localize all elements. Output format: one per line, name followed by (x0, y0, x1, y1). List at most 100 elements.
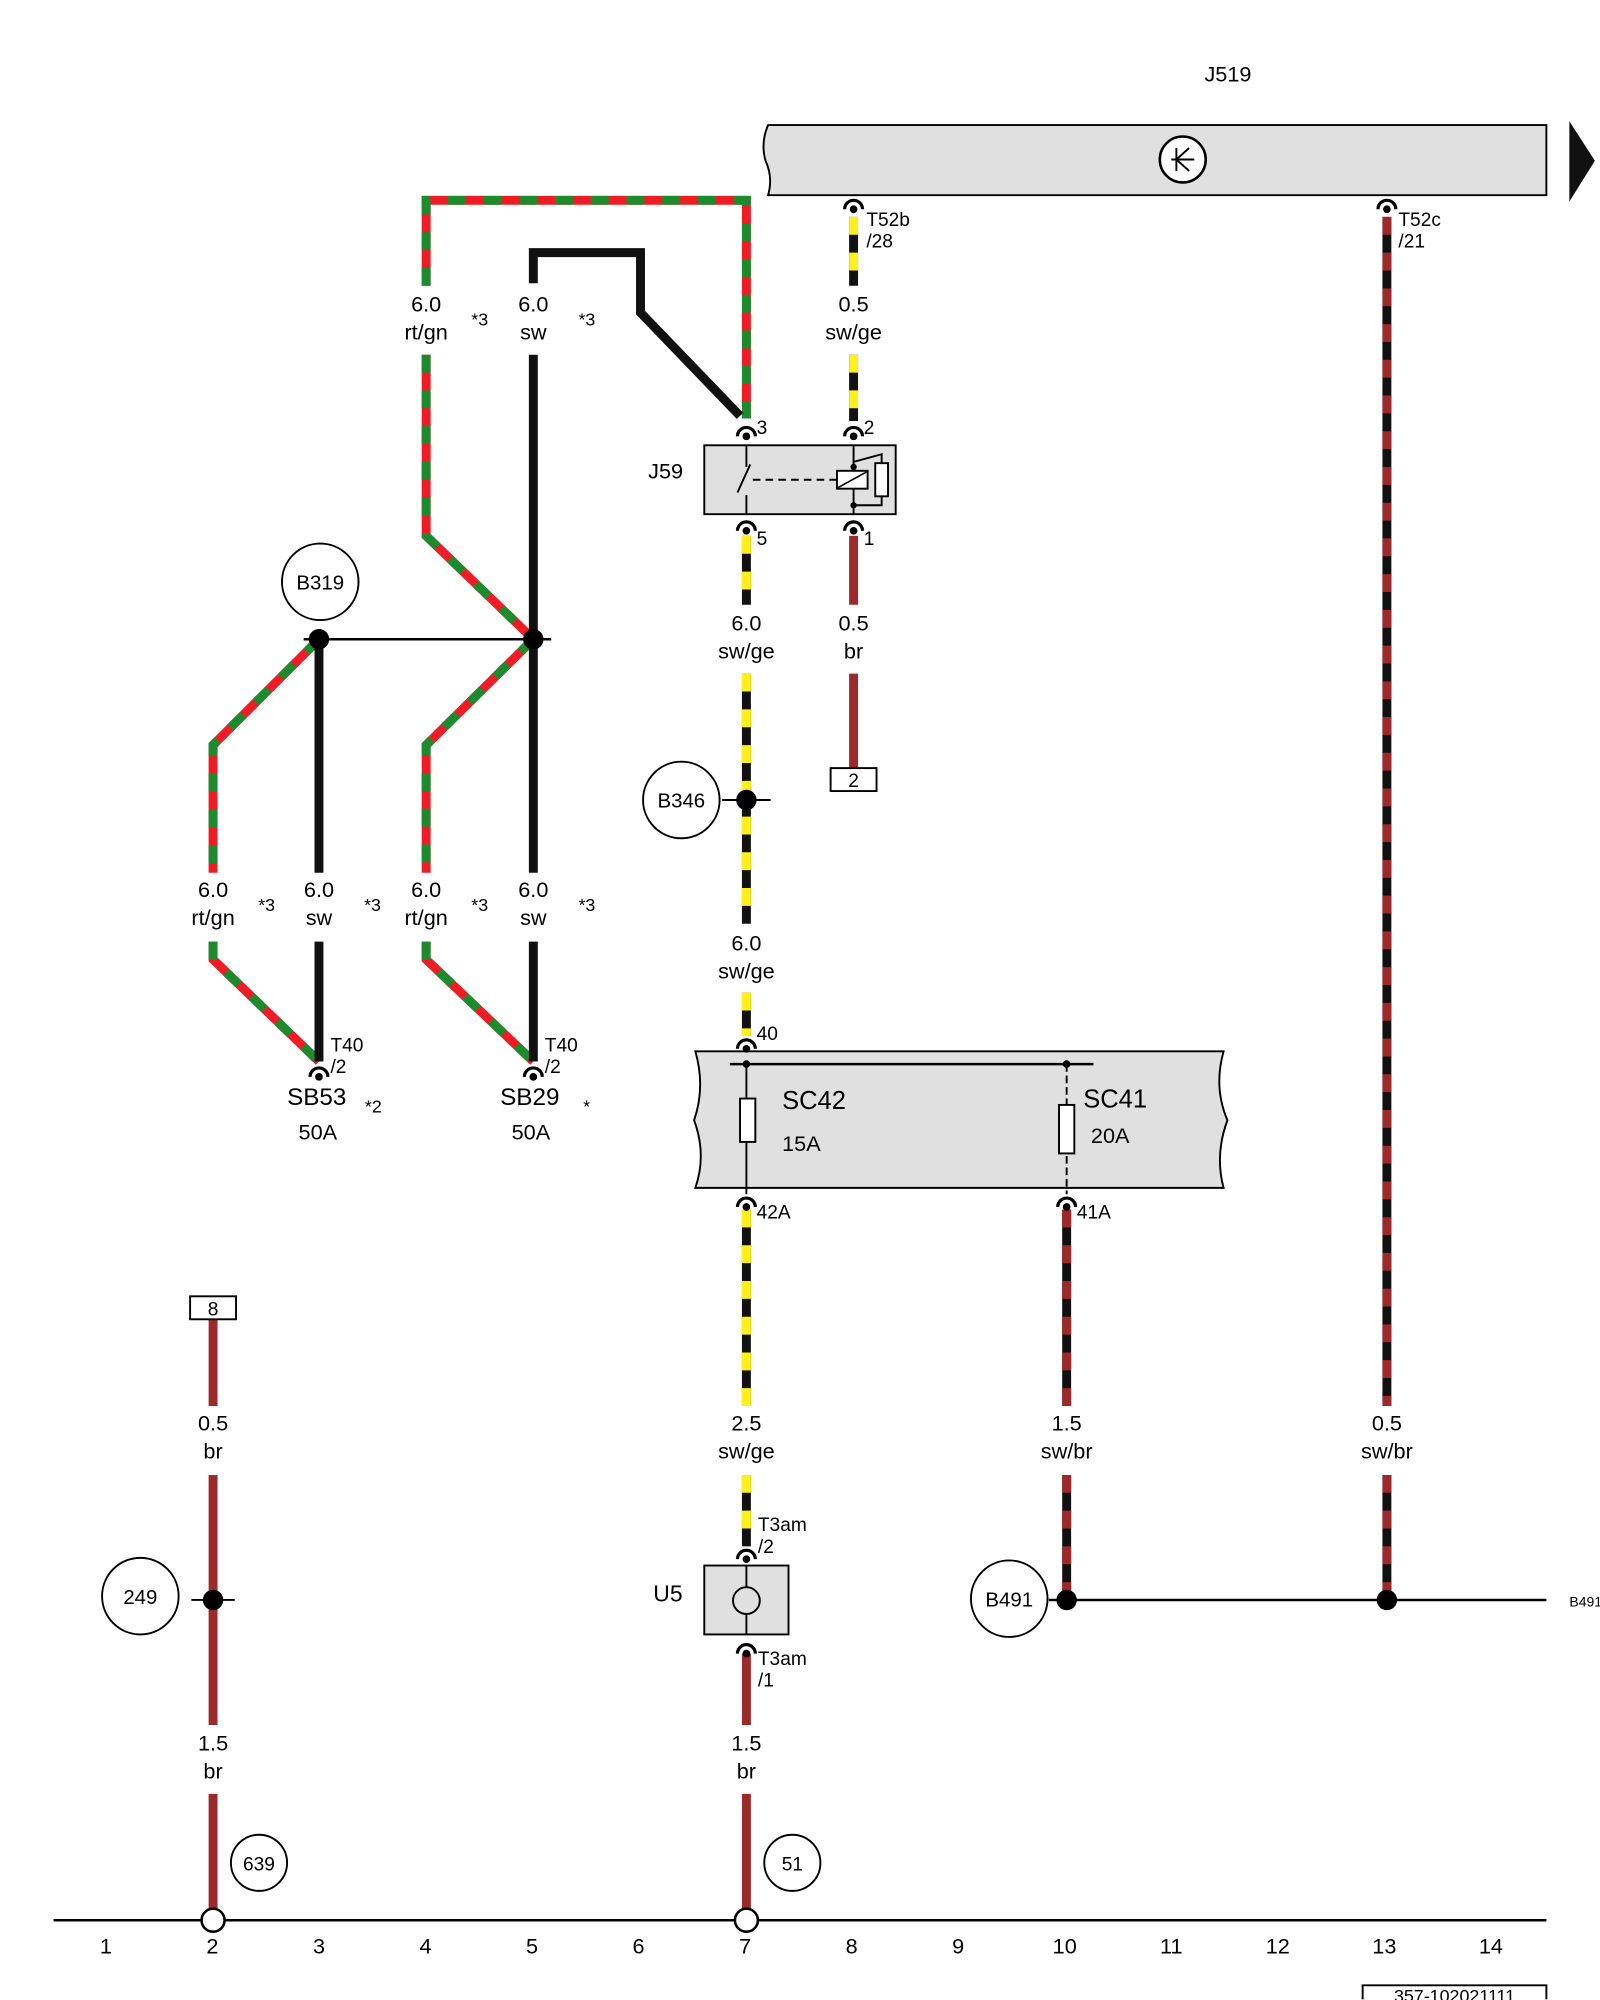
track-number-5: 5 (526, 1933, 538, 1958)
wire-w4-size: 6.0 (731, 610, 761, 635)
t40a-line1: T40 (330, 1035, 363, 1056)
connector-layer (308, 198, 1398, 1658)
fuse-sb53: SB53 50A *2 (287, 1084, 382, 1144)
track-number-14: 14 (1479, 1933, 1503, 1958)
wire-w14-size: 0.5 (1372, 1410, 1402, 1435)
sc42-rating: 15A (782, 1131, 821, 1156)
sb29-note: * (583, 1097, 590, 1117)
pin40-label: 40 (757, 1024, 778, 1045)
junction-dots (200, 629, 1398, 1933)
e639-label: 639 (243, 1854, 275, 1875)
wire-w8-note: *3 (471, 895, 488, 915)
wire-w9-note: *3 (578, 895, 595, 915)
t52b-28-label: T52b/28 (866, 210, 910, 253)
node-junction-dot (523, 629, 544, 650)
track-number-6: 6 (633, 1933, 645, 1958)
track-number-7: 7 (739, 1933, 751, 1958)
wire-w16-color: br (737, 1759, 756, 1784)
pin42a-label: 42A (757, 1202, 791, 1223)
ref-box-2: 2 (829, 767, 878, 792)
pin41a-connector-icon (1056, 1196, 1078, 1211)
j59-pin1-label: 1 (864, 529, 875, 550)
wire-rtgn-to-node (421, 354, 537, 643)
wire-b319-rtgn-stripe (208, 636, 323, 873)
t3am-1-label: T3am/1 (758, 1649, 807, 1692)
t40a-connector-icon (308, 1066, 330, 1081)
wire-w10-size: 6.0 (731, 931, 761, 956)
t3am2-connector-icon (735, 1548, 757, 1563)
wire-node-rtgn (421, 636, 537, 873)
fuse-holder-sc: SC42 15A SC41 20A (693, 1050, 1229, 1195)
wire-w5-color: br (844, 638, 863, 663)
wire-w1-color: rt/gn (404, 319, 447, 344)
wire-w10-color: sw/ge (718, 959, 775, 984)
b491-ref-label: B491 (1569, 1593, 1600, 1609)
track-number-2: 2 (206, 1933, 218, 1958)
b491-junction-dot-a (1056, 1589, 1077, 1611)
track-number-13: 13 (1372, 1933, 1396, 1958)
track-number-9: 9 (952, 1933, 964, 1958)
track-number-11: 11 (1160, 1933, 1183, 1958)
u5-label: U5 (653, 1580, 682, 1606)
wire-w13-size: 1.5 (1052, 1410, 1082, 1435)
wire-w4-color: sw/ge (718, 638, 775, 663)
sb53-label: SB53 (287, 1084, 346, 1111)
t52b-connector-icon (843, 198, 865, 214)
wire-w16-size: 1.5 (731, 1731, 761, 1756)
sb29-label: SB29 (500, 1084, 559, 1111)
wire-w7-note: *3 (364, 895, 381, 915)
track-number-3: 3 (313, 1933, 325, 1958)
b319-label: B319 (296, 572, 344, 594)
wire-w3-size: 0.5 (838, 291, 868, 316)
wire-w1-size: 6.0 (411, 291, 441, 316)
j59-pin2-label: 2 (864, 418, 875, 439)
wire-w9-size: 6.0 (518, 877, 548, 902)
wire-b319-rtgn (208, 636, 323, 873)
t40b-line2: /2 (545, 1057, 561, 1078)
pin40-connector-icon (735, 1038, 757, 1053)
pin42a-connector-icon (735, 1196, 757, 1211)
pin41a-label: 41A (1077, 1202, 1111, 1223)
t3am1-line2: /1 (758, 1671, 774, 1692)
wire-sb53-rtgn (208, 941, 323, 1065)
e51-label: 51 (782, 1854, 803, 1875)
wire-w8-size: 6.0 (411, 877, 441, 902)
rail-node-2 (200, 1907, 226, 1933)
t3am2-line1: T3am (758, 1515, 807, 1536)
wire-w11-size: 0.5 (198, 1410, 228, 1435)
j59-relay: J59 (648, 444, 897, 516)
t40-2-label-b: T40/2 (545, 1035, 578, 1078)
wire-w2-color: sw (520, 319, 547, 344)
pin-labels: T52b/28 T52c/21 3 2 5 1 T40/2 T40/2 40 4… (330, 210, 1441, 1692)
sc41-label: SC41 (1083, 1085, 1147, 1113)
track-number-1: 1 (100, 1933, 112, 1958)
ref-8-label: 8 (208, 1299, 219, 1320)
u5-socket: U5 (653, 1564, 790, 1636)
ground-point-b346: B346 (642, 760, 771, 840)
j59-pin3-label: 3 (757, 418, 768, 439)
sb29-rating: 50A (512, 1119, 551, 1144)
b491-junction-dot-b (1376, 1589, 1398, 1611)
t52b-line1: T52b (866, 210, 910, 231)
rail-node-7 (733, 1907, 760, 1933)
wire-w11-color: br (203, 1438, 222, 1463)
document-id-box: 357-102021111 (1361, 1984, 1548, 2000)
wire-w15-color: br (203, 1759, 222, 1784)
wire-w9-color: sw (520, 905, 547, 930)
sc42-label: SC42 (782, 1087, 846, 1115)
wire-rtgn-to-node-stripe (421, 354, 537, 643)
wire-w2-size: 6.0 (518, 291, 548, 316)
t40b-line1: T40 (545, 1035, 578, 1056)
wire-sw-to-j59 (528, 248, 744, 420)
wire-layer (208, 195, 1392, 1909)
t52c-21-label: T52c/21 (1398, 210, 1441, 253)
wire-label-layer: 6.0rt/gn*36.0sw*30.5sw/ge6.0sw/ge0.5br6.… (191, 291, 1412, 1783)
t40b-connector-icon (522, 1066, 544, 1081)
wire-w3-color: sw/ge (825, 319, 882, 344)
wire-w14-color: sw/br (1361, 1438, 1413, 1463)
b319-junction-dot (308, 629, 330, 650)
wire-top-loop-rtgn-stripe (421, 195, 751, 419)
wire-w2-note: *3 (578, 309, 595, 329)
